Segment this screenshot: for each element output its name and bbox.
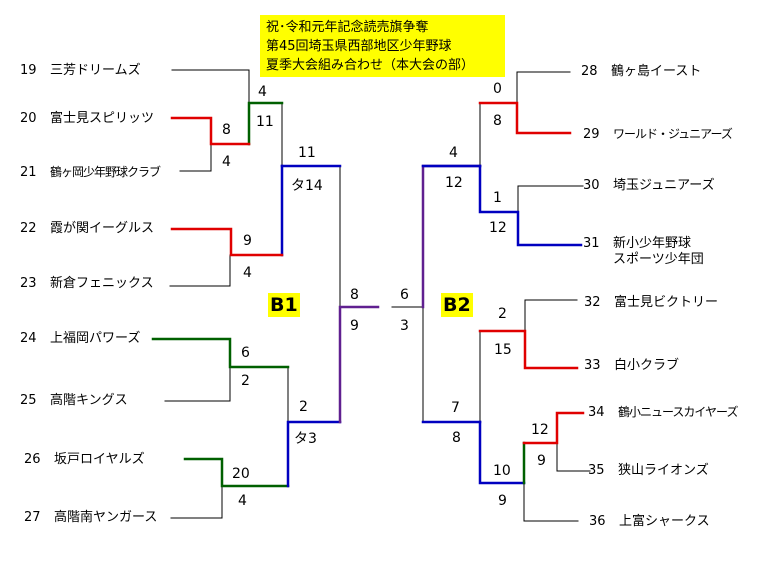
title-line-2: 第45回埼玉県西部地区少年野球 bbox=[266, 39, 452, 54]
score: 3 bbox=[400, 318, 409, 334]
line-team-21 bbox=[179, 143, 212, 172]
score: 8 bbox=[493, 113, 502, 129]
win-line-b1-bottom bbox=[286, 420, 342, 488]
bracket-left bbox=[164, 69, 341, 519]
line-team-23 bbox=[169, 254, 231, 287]
win-line-20 bbox=[170, 116, 251, 146]
score: 2 bbox=[241, 373, 250, 389]
pool-label-b2: B2 bbox=[441, 293, 473, 317]
line-team-27 bbox=[170, 485, 223, 519]
title-line-1: 祝･令和元年記念読売旗争奪 bbox=[266, 20, 429, 35]
line-team-19 bbox=[171, 69, 250, 104]
score: タ14 bbox=[291, 178, 323, 194]
score: 6 bbox=[241, 345, 250, 361]
score: 9 bbox=[498, 493, 507, 509]
win-line-22 bbox=[170, 227, 284, 257]
win-line-33 bbox=[478, 329, 579, 370]
score: 4 bbox=[449, 145, 458, 161]
score: 7 bbox=[451, 400, 460, 416]
win-line-31 bbox=[478, 164, 583, 247]
pool-label-b1: B1 bbox=[268, 293, 300, 317]
score: 4 bbox=[258, 84, 267, 100]
score: 4 bbox=[243, 265, 252, 281]
title-line-3: 夏季大会組み合わせ（本大会の部） bbox=[266, 58, 475, 73]
line-team-35 bbox=[556, 442, 591, 472]
line-team-32 bbox=[524, 299, 578, 332]
score: 11 bbox=[298, 145, 316, 161]
score: 4 bbox=[238, 493, 247, 509]
score: 9 bbox=[537, 453, 546, 469]
score: 12 bbox=[445, 175, 463, 191]
line-team-36 bbox=[523, 482, 579, 522]
score: 0 bbox=[493, 81, 502, 97]
score: 8 bbox=[222, 122, 231, 138]
score: 15 bbox=[494, 342, 512, 358]
line-team-28 bbox=[516, 71, 571, 104]
score: 20 bbox=[232, 466, 250, 482]
score: 8 bbox=[350, 287, 359, 303]
win-line-19-21 bbox=[247, 101, 284, 146]
win-line-34 bbox=[522, 411, 585, 445]
win-line-29 bbox=[478, 101, 572, 135]
score: 10 bbox=[493, 463, 511, 479]
score: 1 bbox=[493, 190, 502, 206]
score: 2 bbox=[498, 306, 507, 322]
score: 8 bbox=[452, 430, 461, 446]
line-team-25 bbox=[164, 366, 231, 402]
score: 12 bbox=[489, 220, 507, 236]
tournament-title: 祝･令和元年記念読売旗争奪 第45回埼玉県西部地区少年野球 夏季大会組み合わせ（… bbox=[260, 15, 505, 77]
score: 2 bbox=[299, 399, 308, 415]
win-line-b2-bottom-v bbox=[478, 420, 526, 485]
score: 4 bbox=[222, 154, 231, 170]
score: 6 bbox=[400, 287, 409, 303]
win-line-26 bbox=[183, 457, 290, 488]
score: 9 bbox=[243, 233, 252, 249]
win-line-24 bbox=[151, 337, 290, 369]
win-line-b1-final bbox=[338, 305, 380, 424]
score: 9 bbox=[350, 318, 359, 334]
score: 12 bbox=[531, 422, 549, 438]
score: タ3 bbox=[294, 431, 317, 447]
score: 11 bbox=[256, 114, 274, 130]
line-team-30 bbox=[517, 185, 584, 213]
